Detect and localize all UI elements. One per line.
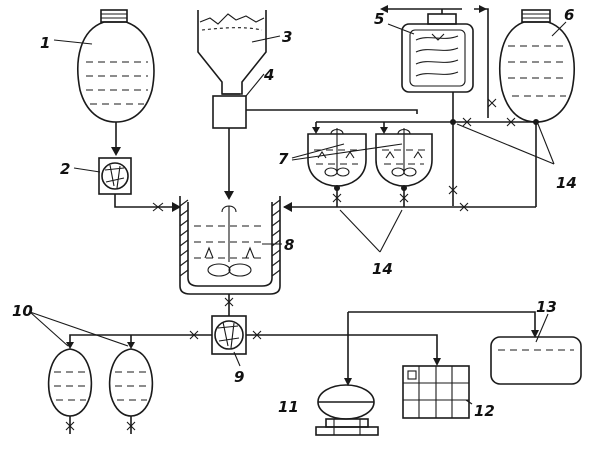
valve-9-right — [252, 330, 262, 340]
arrow-1-2 — [111, 147, 121, 156]
reactor-8 — [179, 196, 281, 295]
label-12: 12 — [474, 402, 495, 420]
arrow-into-8-left — [172, 202, 181, 212]
pipe-9-right — [246, 334, 438, 362]
leader-lines — [29, 21, 567, 405]
compressor-11 — [315, 311, 539, 436]
valve-header-a — [462, 117, 472, 127]
valve-8-9 — [224, 297, 234, 307]
label-8: 8 — [284, 236, 294, 254]
label-9: 9 — [234, 368, 244, 386]
junction-7r — [401, 185, 407, 191]
apparatus-12 — [402, 365, 470, 419]
vessel-1 — [77, 9, 155, 123]
valve-header-b — [506, 117, 516, 127]
label-4: 4 — [263, 66, 274, 84]
label-11: 11 — [278, 398, 299, 416]
valve-5 — [448, 185, 458, 195]
dosing-unit-4 — [212, 93, 247, 129]
arrow-10a — [66, 342, 74, 349]
label-10: 10 — [12, 302, 33, 320]
valve-2-8 — [152, 202, 164, 212]
pipe-9-left — [69, 334, 212, 346]
junction-7l — [334, 185, 340, 191]
valve-return — [459, 202, 469, 212]
label-14-right: 14 — [556, 174, 577, 192]
pump-2 — [98, 157, 132, 195]
apparatus-5 — [380, 5, 489, 118]
pipe-2-8 — [114, 194, 178, 208]
valve-7l — [332, 193, 342, 203]
pipe-4-right — [246, 109, 418, 114]
junction-5 — [450, 119, 456, 125]
valve-9-left — [189, 330, 199, 340]
label-6: 6 — [564, 6, 574, 24]
label-7: 7 — [278, 150, 289, 168]
pump-9 — [211, 315, 247, 355]
vessel-6 — [499, 9, 575, 123]
arrow-into-8-right — [283, 202, 292, 212]
arrow-to-12 — [433, 358, 441, 366]
hopper-3 — [197, 10, 267, 95]
label-13: 13 — [536, 298, 557, 316]
receiver-10-right — [108, 348, 154, 434]
label-14-bottom: 14 — [372, 260, 393, 278]
label-2: 2 — [60, 160, 70, 178]
label-1: 1 — [40, 34, 50, 52]
valve-7r — [399, 193, 409, 203]
arrow-4-8 — [224, 191, 234, 200]
valve-header-top — [487, 98, 497, 108]
tank-13 — [490, 336, 582, 385]
receiver-10-left — [47, 348, 93, 434]
label-3: 3 — [282, 28, 292, 46]
number-labels: 1 2 3 4 5 6 7 8 9 10 11 12 13 14 14 — [12, 6, 577, 420]
arrow-10b — [127, 342, 135, 349]
label-5: 5 — [374, 10, 384, 28]
mixer-7-right — [375, 122, 433, 187]
